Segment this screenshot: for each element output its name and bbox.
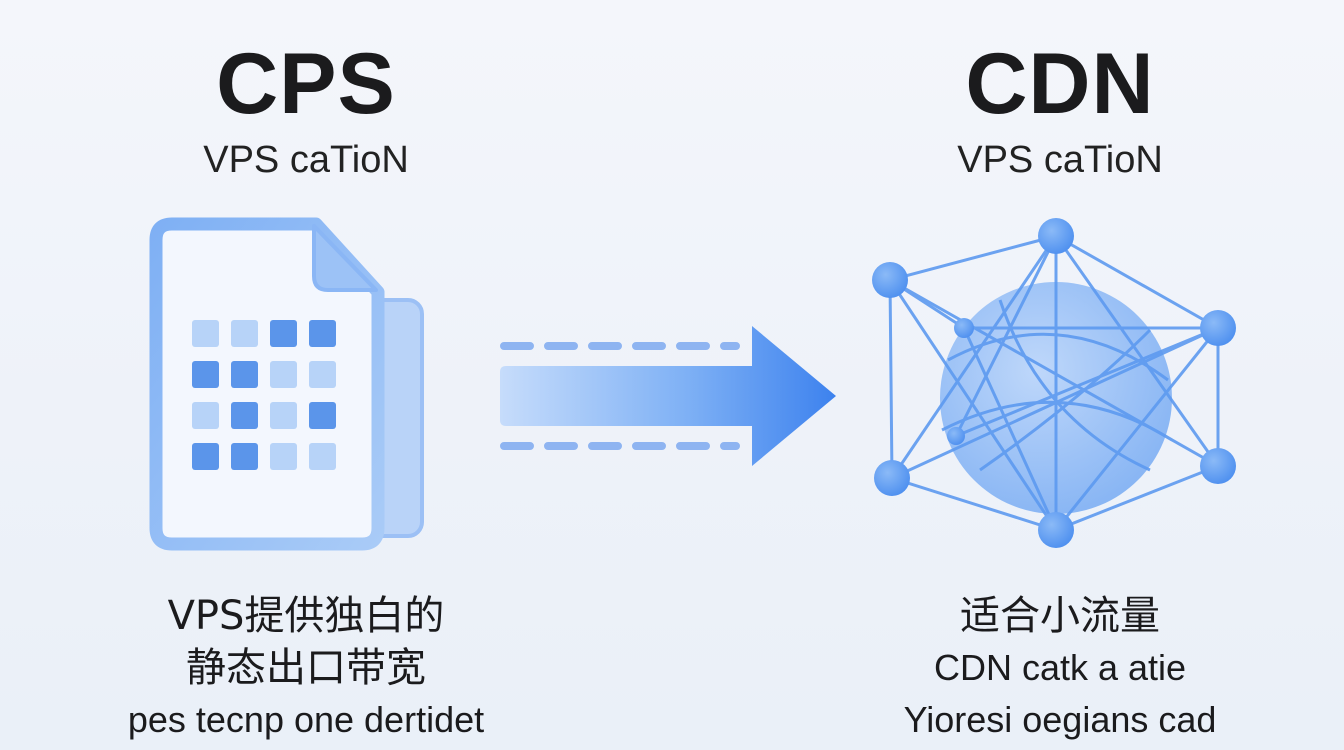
data-tile xyxy=(270,320,297,347)
data-tile xyxy=(309,320,336,347)
left-subtitle: VPS caTioN xyxy=(203,139,409,181)
left-title: CPS xyxy=(216,36,396,132)
data-tile xyxy=(192,443,219,470)
data-tile xyxy=(231,443,258,470)
right-caption-line-1: 适合小流量 xyxy=(960,593,1160,639)
left-panel: CPS VPS caTioN VPS提供独白的 静态出口带宽 pes tecnp… xyxy=(26,0,586,750)
left-caption-line-2: 静态出口带宽 xyxy=(186,645,426,691)
right-caption: 适合小流量 CDN catk a atie Yioresi oegians ca… xyxy=(780,590,1340,746)
data-tile xyxy=(192,361,219,388)
right-caption-line-3: Yioresi oegians cad xyxy=(903,699,1217,740)
left-caption-line-1: VPS提供独白的 xyxy=(167,593,445,639)
data-tile xyxy=(231,361,258,388)
data-tile xyxy=(192,402,219,429)
network-node xyxy=(1200,310,1236,346)
right-panel: CDN VPS caTioN 适合小流量 CDN catk a atie Yio… xyxy=(780,0,1340,750)
right-subtitle: VPS caTioN xyxy=(957,139,1163,181)
data-tile xyxy=(309,361,336,388)
data-tiles xyxy=(192,320,336,470)
right-title: CDN xyxy=(965,36,1155,132)
right-caption-line-2: CDN catk a atie xyxy=(933,647,1187,688)
network-node xyxy=(954,318,974,338)
arrow-right-icon xyxy=(500,326,836,466)
data-tile xyxy=(309,402,336,429)
network-node xyxy=(1200,448,1236,484)
data-tile xyxy=(192,320,219,347)
network-globe-icon xyxy=(872,218,1236,548)
data-tile xyxy=(231,402,258,429)
document-grid-icon xyxy=(149,217,424,551)
left-caption: VPS提供独白的 静态出口带宽 pes tecnp one dertidet xyxy=(26,590,586,746)
data-tile xyxy=(309,443,336,470)
data-tile xyxy=(270,402,297,429)
data-tile xyxy=(270,361,297,388)
data-tile xyxy=(231,320,258,347)
left-caption-line-3: pes tecnp one dertidet xyxy=(127,699,485,740)
network-node xyxy=(1038,218,1074,254)
network-node xyxy=(874,460,910,496)
network-node xyxy=(872,262,908,298)
network-node xyxy=(947,427,965,445)
data-tile xyxy=(270,443,297,470)
network-node xyxy=(1038,512,1074,548)
